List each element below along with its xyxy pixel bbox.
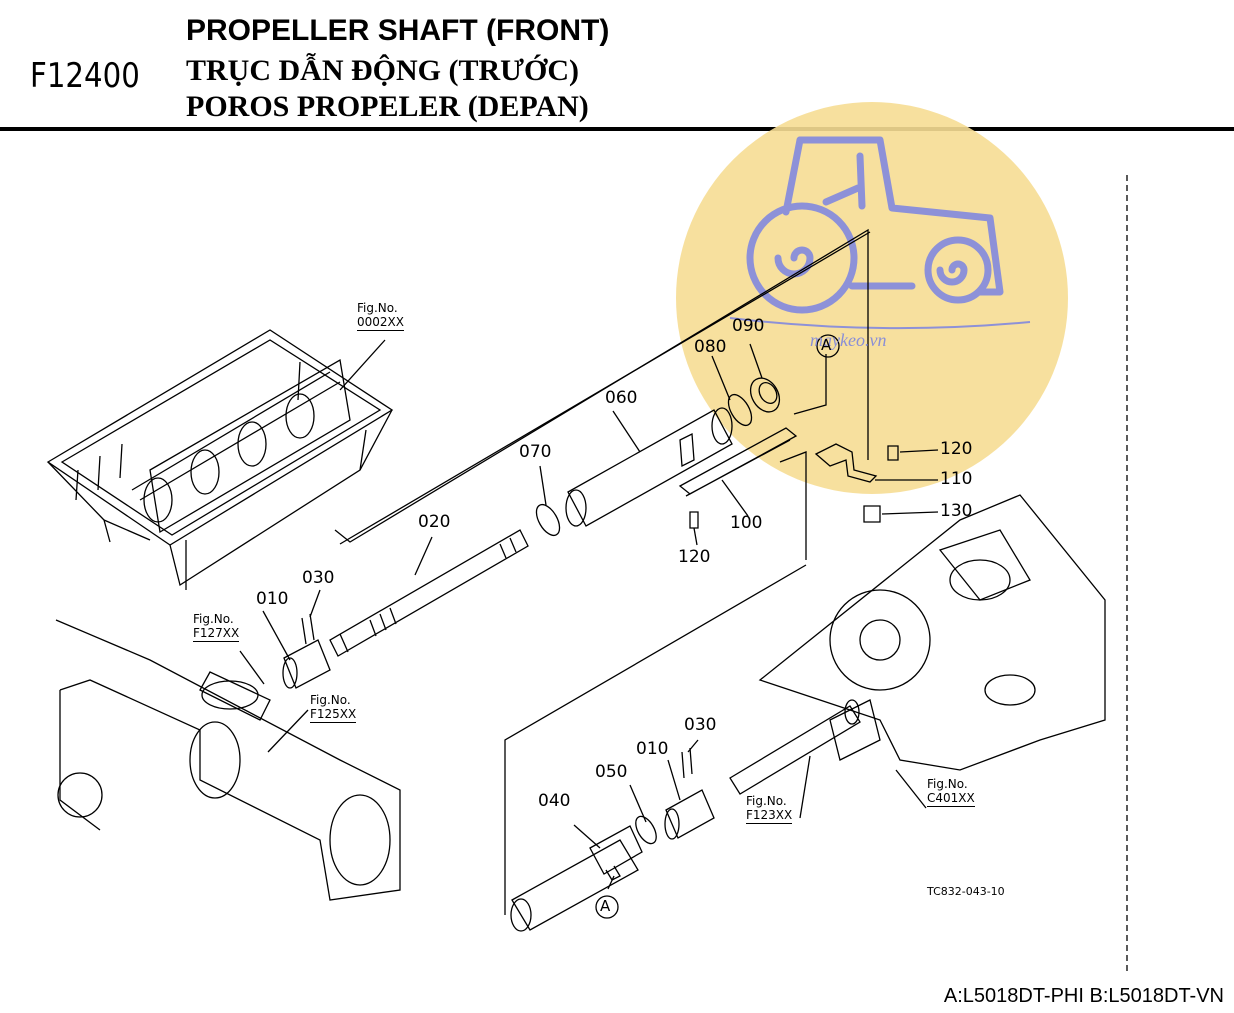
fig-ref-number: C401XX <box>927 790 975 807</box>
fig-leader-f125 <box>267 709 309 753</box>
section-code: F12400 <box>30 56 140 96</box>
part-label-050: 050 <box>595 762 628 782</box>
fig-ref-label: Fig.No. <box>310 693 351 707</box>
part-label-080: 080 <box>694 337 727 357</box>
part-label-070: 070 <box>519 442 552 462</box>
bracket-100 <box>678 427 798 497</box>
fig-ref-number: 0002XX <box>357 314 404 331</box>
part-leaders <box>262 343 939 890</box>
part-label-010-lower: 010 <box>636 739 669 759</box>
transmission-case <box>758 494 1106 771</box>
bolts <box>689 445 899 529</box>
fig-ref-number: F127XX <box>193 625 240 642</box>
fig-ref-f123xx: Fig.No. F123XX <box>746 794 793 824</box>
oil-pan <box>46 329 394 590</box>
coupling-lower <box>664 747 715 840</box>
fig-leader-0002 <box>339 339 386 391</box>
bracket-110 <box>814 443 878 483</box>
title-english: PROPELLER SHAFT (FRONT) <box>186 14 610 47</box>
marker-a-bottom: A <box>600 897 611 915</box>
drawing-code: TC832-043-10 <box>927 885 1005 898</box>
o-ring-080 <box>727 393 753 427</box>
part-label-060: 060 <box>605 388 638 408</box>
fig-ref-number: F123XX <box>746 807 793 824</box>
shaft-tube <box>565 407 733 527</box>
fig-ref-f125xx: Fig.No. F125XX <box>310 693 357 723</box>
fig-ref-label: Fig.No. <box>746 794 787 808</box>
fig-leader-f127 <box>239 650 265 685</box>
fig-ref-label: Fig.No. <box>927 777 968 791</box>
part-label-110: 110 <box>940 469 973 489</box>
fig-ref-0002xx: Fig.No. 0002XX <box>357 301 404 331</box>
assembly-outline-lower <box>504 564 807 915</box>
title-indonesian: POROS PROPELER (DEPAN) <box>186 90 589 123</box>
part-label-130: 130 <box>940 501 973 521</box>
fig-ref-label: Fig.No. <box>193 612 234 626</box>
part-label-100: 100 <box>730 513 763 533</box>
part-label-120-right: 120 <box>940 439 973 459</box>
part-label-090: 090 <box>732 316 765 336</box>
part-label-030-lower: 030 <box>684 715 717 735</box>
part-label-020: 020 <box>418 512 451 532</box>
part-label-120-left: 120 <box>678 547 711 567</box>
lower-tube <box>510 825 643 932</box>
o-ring-050 <box>635 815 657 845</box>
seal-090 <box>749 377 781 413</box>
front-axle <box>55 619 401 901</box>
fig-ref-number: F125XX <box>310 706 357 723</box>
leader-line-area <box>339 231 871 545</box>
header-rule <box>0 127 1234 131</box>
coupling-upper <box>282 613 331 689</box>
fig-ref-c401xx: Fig.No. C401XX <box>927 777 975 807</box>
watermark-logo <box>676 102 1068 494</box>
marker-a-top: A <box>821 336 832 354</box>
assembly-outline-middle <box>779 451 807 560</box>
marker-a-circle-bottom <box>595 895 619 919</box>
watermark-text: maykeo.vn <box>810 330 887 350</box>
fig-ref-label: Fig.No. <box>357 301 398 315</box>
part-label-010-upper: 010 <box>256 589 289 609</box>
part-label-030-upper: 030 <box>302 568 335 588</box>
o-ring-070 <box>535 503 561 537</box>
fig-ref-f127xx: Fig.No. F127XX <box>193 612 240 642</box>
part-label-040: 040 <box>538 791 571 811</box>
title-vietnamese: TRỤC DẪN ĐỘNG (TRƯỚC) <box>186 54 580 87</box>
model-applicability-note: A:L5018DT-PHI B:L5018DT-VN <box>943 985 1224 1007</box>
fig-leader-f123 <box>799 755 811 819</box>
propeller-shaft <box>329 529 529 657</box>
output-shaft <box>729 699 861 795</box>
fig-leader-c401 <box>895 769 927 809</box>
marker-a-circle-top <box>816 334 840 358</box>
